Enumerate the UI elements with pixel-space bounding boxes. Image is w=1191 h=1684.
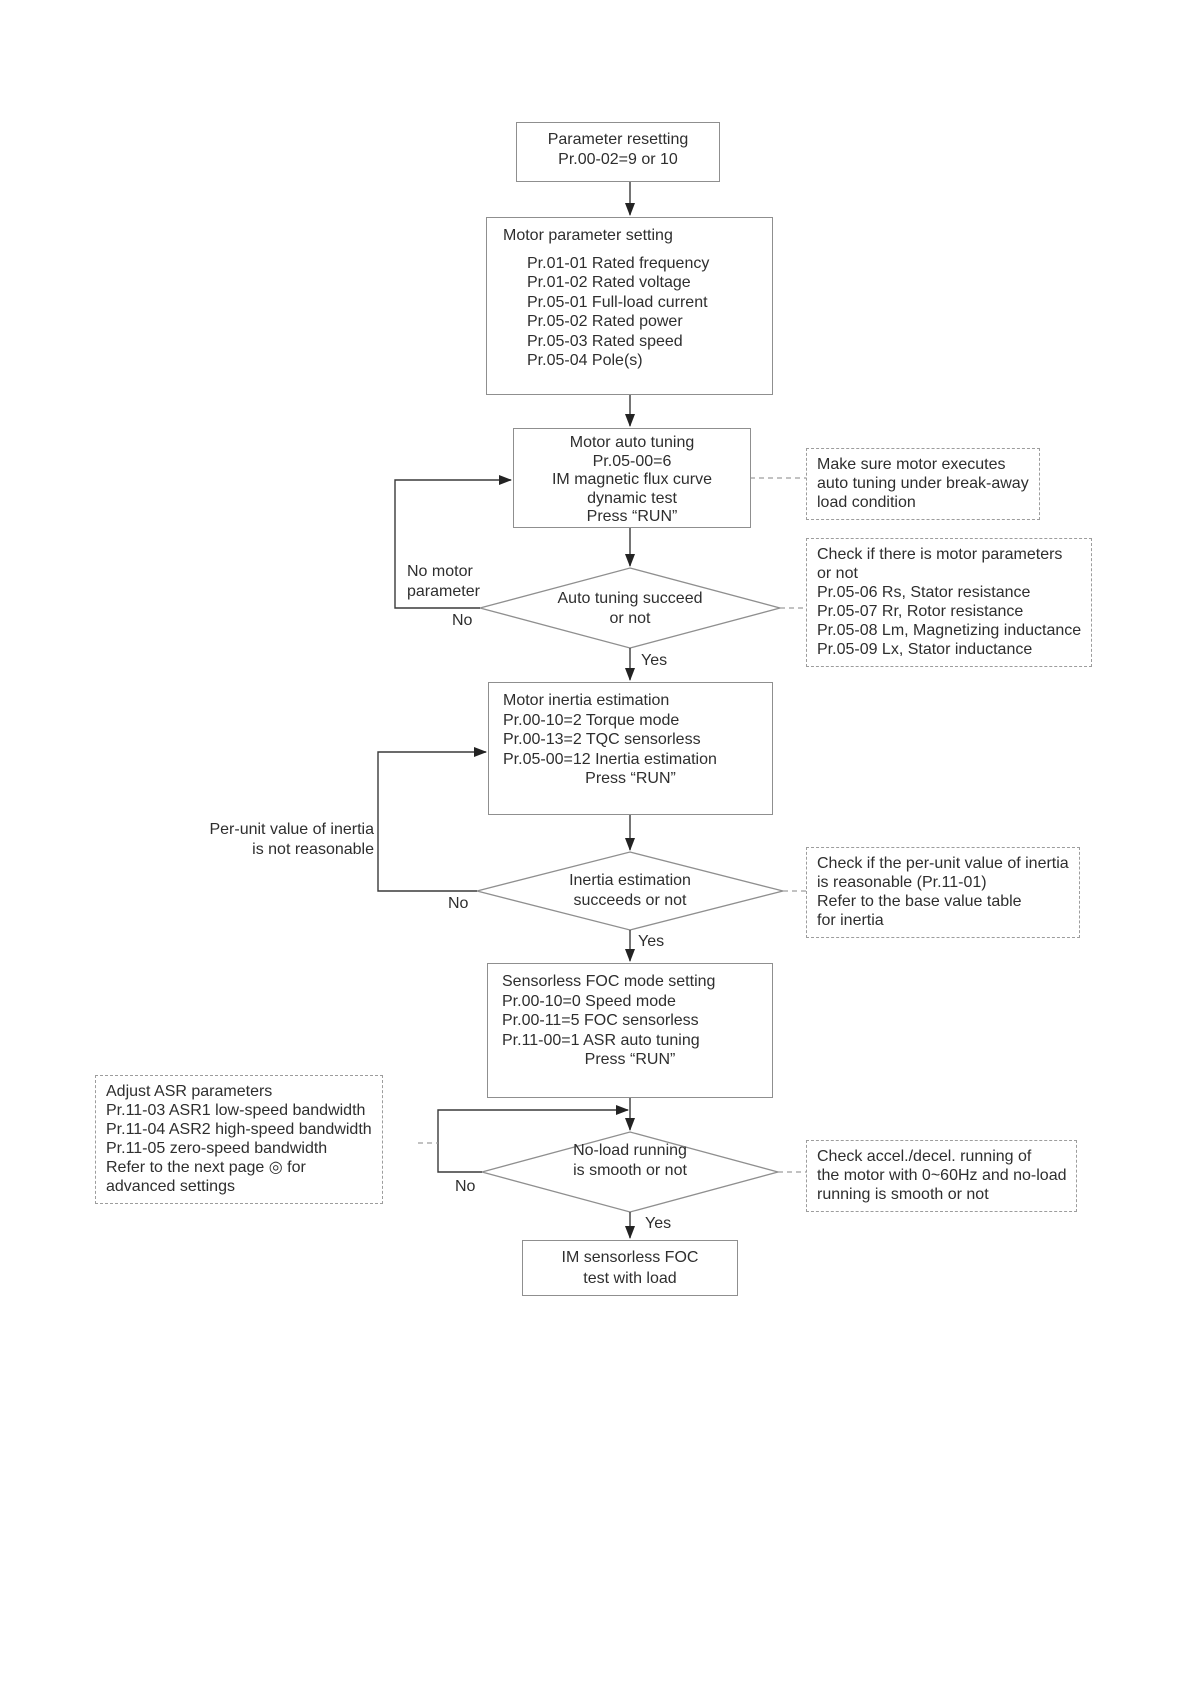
- node-line: Pr.01-01 Rated frequency: [527, 254, 710, 272]
- label-line: is not reasonable: [252, 841, 374, 858]
- node-sensorless-foc-mode: Sensorless FOC mode setting Pr.00-10=0 S…: [487, 963, 773, 1098]
- note-break-away-load: Make sure motor executes auto tuning und…: [806, 448, 1040, 520]
- node-line: Sensorless FOC mode setting: [502, 973, 716, 990]
- decision-no-load-text: No-load running is smooth or not: [505, 1141, 755, 1181]
- node-line: Press “RUN”: [585, 770, 676, 787]
- note-line: is reasonable (Pr.11-01): [817, 874, 987, 891]
- node-im-sensorless-foc-test: IM sensorless FOC test with load: [522, 1240, 738, 1296]
- node-line: Parameter resetting: [547, 131, 689, 148]
- node-line: Pr.01-02 Rated voltage: [527, 274, 691, 291]
- node-motor-auto-tuning: Motor auto tuning Pr.05-00=6 IM magnetic…: [513, 428, 751, 528]
- feedback-no-motor-parameter: [394, 475, 512, 609]
- node-parameter-resetting: Parameter resetting Pr.00-02=9 or 10: [516, 122, 720, 182]
- node-line: Pr.00-10=2 Torque mode: [503, 711, 680, 729]
- note-line: Pr.05-09 Lx, Stator inductance: [817, 641, 1033, 658]
- decision-line: succeeds or not: [573, 892, 687, 909]
- note-line: load condition: [817, 494, 916, 511]
- note-line: Check if there is motor parameters: [817, 546, 1063, 563]
- node-line: Pr.05-02 Rated power: [527, 313, 683, 330]
- note-line: for inertia: [817, 912, 884, 929]
- node-motor-parameter-setting: Motor parameter setting Pr.01-01 Rated f…: [486, 217, 773, 395]
- note-adjust-asr-parameters: Adjust ASR parameters Pr.11-03 ASR1 low-…: [95, 1075, 383, 1204]
- label-no-motor-parameter: No motor parameter: [407, 562, 480, 602]
- note-line: Pr.11-03 ASR1 low-speed bandwidth: [106, 1102, 366, 1119]
- feedback-inertia-not-reasonable: [377, 747, 487, 892]
- note-line: Check if the per-unit value of inertia: [817, 855, 1069, 872]
- decision-auto-tuning-text: Auto tuning succeed or not: [505, 589, 755, 629]
- node-line: Pr.00-13=2 TQC sensorless: [503, 731, 701, 748]
- node-line: IM sensorless FOC: [561, 1249, 699, 1266]
- label-line: parameter: [407, 583, 480, 600]
- label-yes-2: Yes: [638, 933, 665, 950]
- note-line: Pr.11-05 zero-speed bandwidth: [106, 1140, 328, 1157]
- decision-line: No-load running: [573, 1142, 687, 1159]
- decision-line: or not: [609, 610, 651, 627]
- note-check-accel-decel: Check accel./decel. running of the motor…: [806, 1140, 1078, 1212]
- note-line: running is smooth or not: [817, 1186, 989, 1203]
- label-line: No motor: [407, 563, 473, 580]
- note-line: advanced settings: [106, 1178, 235, 1195]
- note-check-inertia-value: Check if the per-unit value of inertia i…: [806, 847, 1080, 938]
- note-line: the motor with 0~60Hz and no-load: [817, 1167, 1067, 1184]
- decision-line: Auto tuning succeed: [557, 590, 703, 607]
- node-line: IM magnetic flux curve: [551, 471, 713, 488]
- label-no-1: No: [452, 612, 473, 629]
- node-line: Press “RUN”: [584, 1051, 676, 1068]
- note-line: Check accel./decel. running of: [817, 1148, 1032, 1165]
- node-line: Motor inertia estimation: [503, 692, 670, 709]
- note-line: Pr.05-08 Lm, Magnetizing inductance: [817, 622, 1082, 639]
- node-line: Pr.05-00=12 Inertia estimation: [503, 750, 717, 768]
- node-line: Pr.05-00=6: [592, 452, 672, 470]
- node-line: Pr.05-04 Pole(s): [527, 352, 643, 369]
- label-no-3: No: [455, 1178, 476, 1195]
- label-yes-3: Yes: [645, 1215, 672, 1232]
- decision-line: is smooth or not: [573, 1162, 687, 1179]
- note-line: Pr.05-06 Rs, Stator resistance: [817, 584, 1031, 601]
- note-line: Refer to the base value table: [817, 893, 1022, 910]
- node-line: Pr.00-10=0 Speed mode: [502, 992, 676, 1010]
- node-line: Pr.05-03 Rated speed: [527, 332, 683, 350]
- note-line: auto tuning under break-away: [817, 475, 1029, 492]
- note-line: Refer to the next page ◎ for: [106, 1159, 306, 1176]
- node-line: dynamic test: [587, 489, 677, 507]
- feedback-no-load-not-smooth: [437, 1105, 629, 1173]
- label-no-2: No: [448, 895, 469, 912]
- note-line: Make sure motor executes: [817, 456, 1006, 473]
- note-line: Pr.11-04 ASR2 high-speed bandwidth: [106, 1121, 372, 1138]
- note-check-motor-parameters: Check if there is motor parameters or no…: [806, 538, 1093, 667]
- label-line: Per-unit value of inertia: [209, 821, 374, 838]
- note-line: Adjust ASR parameters: [106, 1083, 273, 1100]
- decision-line: Inertia estimation: [569, 872, 691, 889]
- node-line: Pr.05-01 Full-load current: [527, 293, 708, 311]
- node-motor-inertia-estimation: Motor inertia estimation Pr.00-10=2 Torq…: [488, 682, 773, 815]
- label-inertia-not-reasonable: Per-unit value of inertia is not reasona…: [209, 820, 374, 860]
- node-line: Pr.11-00=1 ASR auto tuning: [502, 1031, 700, 1049]
- node-line: Press “RUN”: [586, 508, 678, 525]
- label-yes-1: Yes: [641, 652, 668, 669]
- node-line: test with load: [583, 1270, 677, 1287]
- decision-inertia-text: Inertia estimation succeeds or not: [505, 871, 755, 911]
- node-title: Motor parameter setting: [503, 227, 673, 244]
- note-line: Pr.05-07 Rr, Rotor resistance: [817, 603, 1024, 620]
- node-line: Pr.00-02=9 or 10: [558, 150, 678, 168]
- node-line: Motor auto tuning: [569, 434, 695, 451]
- note-line: or not: [817, 565, 858, 582]
- node-line: Pr.00-11=5 FOC sensorless: [502, 1012, 699, 1029]
